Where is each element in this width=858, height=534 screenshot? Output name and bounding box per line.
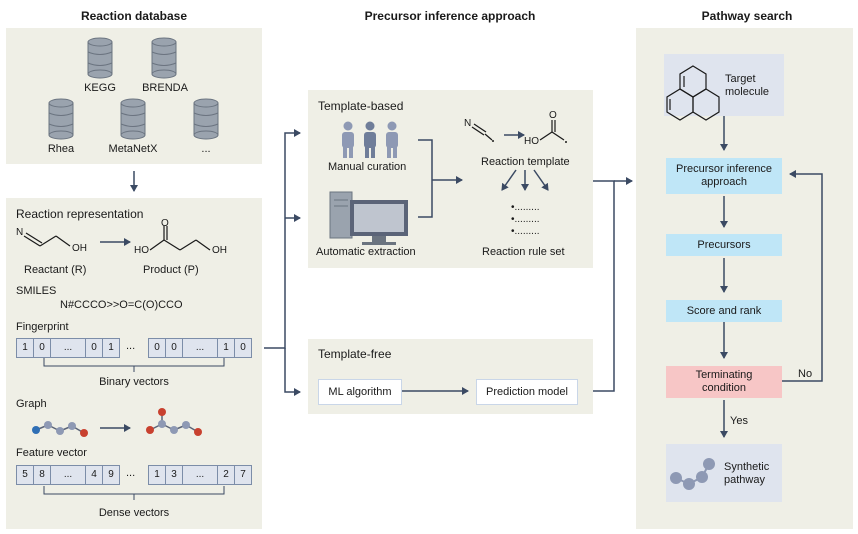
db-label-kegg: KEGG <box>84 82 116 94</box>
vector-cell: 3 <box>166 466 183 484</box>
dense-vectors-label: Dense vectors <box>98 507 170 519</box>
vector-cell: 1 <box>218 339 235 357</box>
fingerprint-vector-a: 1 0 ... 0 1 <box>16 338 120 358</box>
database-icon-kegg <box>87 37 113 79</box>
vector-cell: 0 <box>86 339 103 357</box>
precursor-inference-header: Precursor inference approach <box>364 9 536 23</box>
product-o-atom: O <box>161 218 169 229</box>
vector-cell: 2 <box>218 466 235 484</box>
target-molecule-label: Target molecule <box>725 73 770 98</box>
rep-to-template-based-arrow <box>264 129 301 349</box>
template-based-panel <box>308 90 593 268</box>
target-molecule-structure <box>666 65 720 121</box>
rep-to-template-free-arrow <box>284 348 301 396</box>
vector-cell: 7 <box>240 469 246 480</box>
template-o-atom: O <box>549 110 557 121</box>
terminating-condition-box: Terminating condition <box>666 366 782 398</box>
synthetic-pathway-icon <box>670 458 715 490</box>
yes-label: Yes <box>730 415 748 427</box>
vector-cell: ... <box>51 339 86 357</box>
vector-cell: ... <box>183 339 218 357</box>
smiles-label: SMILES <box>16 285 57 297</box>
vector-cell: ... <box>183 466 218 484</box>
db-label-metanetx: MetaNetX <box>108 143 158 155</box>
template-based-title: Template-based <box>318 99 404 113</box>
reactant-n-atom: N <box>16 227 24 238</box>
representation-title: Reaction representation <box>16 207 144 221</box>
product-oh-group: OH <box>212 245 227 256</box>
template-ho-group: HO <box>524 136 539 147</box>
pathway-search-header: Pathway search <box>701 9 793 23</box>
fingerprint-gap: ... <box>126 340 136 352</box>
no-label: No <box>798 368 813 380</box>
feature-gap: ... <box>126 467 136 479</box>
database-icon-brenda <box>151 37 177 79</box>
vector-cell: 1 <box>17 339 34 357</box>
rule-line-2: •......... <box>511 214 540 225</box>
reaction-rule-set-label: Reaction rule set <box>482 246 565 258</box>
fingerprint-label: Fingerprint <box>16 321 69 333</box>
score-rank-box: Score and rank <box>666 300 782 322</box>
template-free-title: Template-free <box>318 347 392 361</box>
feature-vector-b: 1 3 ... 2 7 <box>148 465 252 485</box>
vector-cell: 0 <box>166 339 183 357</box>
product-ho-group: HO <box>134 245 149 256</box>
vector-cell: ... <box>51 466 86 484</box>
database-icon-metanetx <box>120 98 146 140</box>
prediction-model-box: Prediction model <box>476 379 578 405</box>
reaction-template-label: Reaction template <box>481 156 570 168</box>
reaction-database-header: Reaction database <box>80 9 188 23</box>
vector-cell: 8 <box>34 466 51 484</box>
feature-vector-a: 5 8 ... 4 9 <box>16 465 120 485</box>
graph-label: Graph <box>16 398 47 410</box>
db-label-rhea: Rhea <box>47 143 75 155</box>
vector-cell: 0 <box>240 342 246 353</box>
no-loop-arrow <box>780 170 823 382</box>
vector-cell: 1 <box>108 342 114 353</box>
synthetic-pathway-label: Synthetic pathway <box>724 461 770 486</box>
vector-cell: 5 <box>17 466 34 484</box>
synthetic-pathway-box <box>666 444 782 502</box>
precursor-inference-box: Precursor inference approach <box>666 158 782 194</box>
reactant-oh-group: OH <box>72 243 87 254</box>
database-panel <box>6 28 262 164</box>
vector-cell: 0 <box>149 339 166 357</box>
manual-curation-label: Manual curation <box>328 161 407 173</box>
template-n-atom: N <box>464 118 472 129</box>
smiles-value: N#CCCO>>O=C(O)CCO <box>60 299 183 311</box>
graph-reactant <box>32 421 88 437</box>
binary-bracket <box>43 358 225 372</box>
rule-line-1: •......... <box>511 202 540 213</box>
ml-algorithm-box: ML algorithm <box>318 379 402 405</box>
reactant-label: Reactant (R) <box>24 264 87 276</box>
vector-cell: 9 <box>108 469 114 480</box>
automatic-extraction-label: Automatic extraction <box>316 246 416 258</box>
feature-vector-label: Feature vector <box>16 447 87 459</box>
precursors-box: Precursors <box>666 234 782 256</box>
vector-cell: 0 <box>34 339 51 357</box>
db-label-more: ... <box>201 143 211 155</box>
vector-cell: 1 <box>149 466 166 484</box>
inference-merge <box>593 180 615 392</box>
template-structure <box>471 120 565 141</box>
database-icon-rhea <box>48 98 74 140</box>
rule-line-3: •......... <box>511 226 540 237</box>
binary-vectors-label: Binary vectors <box>99 376 169 388</box>
vector-cell: 4 <box>86 466 103 484</box>
db-label-brenda: BRENDA <box>142 82 188 94</box>
database-icon-more <box>193 98 219 140</box>
dense-bracket <box>43 486 225 500</box>
computer-icon <box>329 191 408 245</box>
reactant-structure <box>23 232 71 247</box>
product-structure <box>149 226 211 251</box>
merge-bracket <box>418 139 433 218</box>
graph-product <box>146 408 202 436</box>
fingerprint-vector-b: 0 0 ... 1 0 <box>148 338 252 358</box>
people-icon <box>342 121 398 158</box>
product-label: Product (P) <box>143 264 199 276</box>
